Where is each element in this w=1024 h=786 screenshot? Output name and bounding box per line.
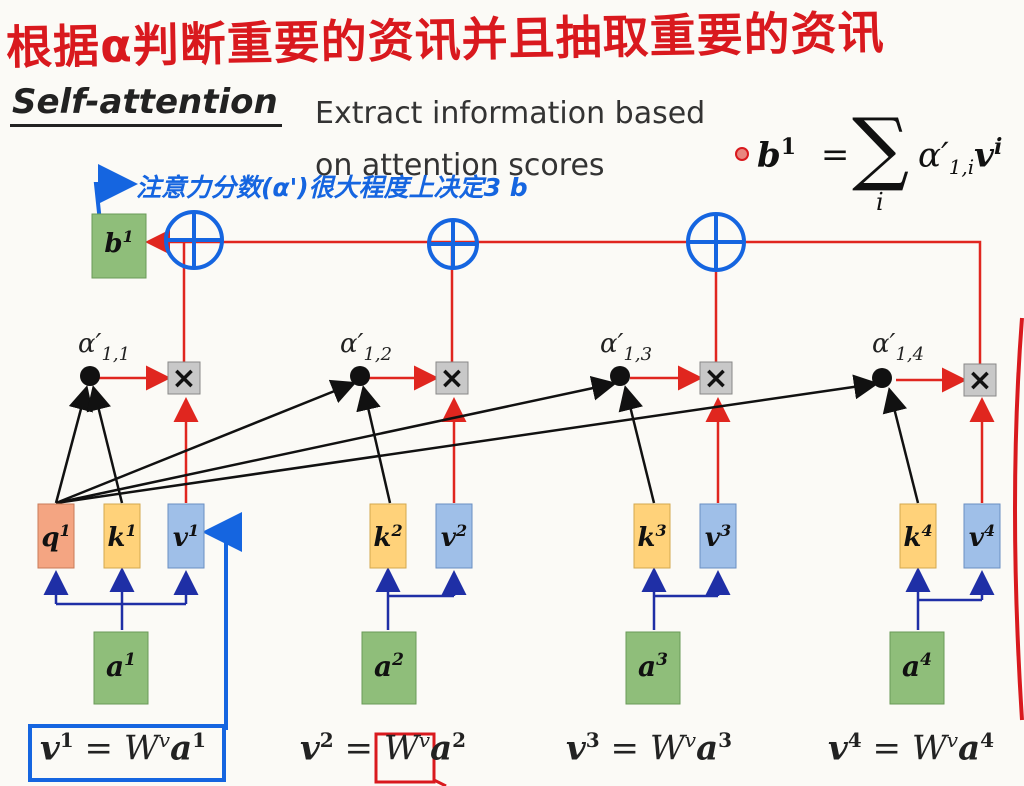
alpha-dot-4 [872,368,892,388]
svg-text:k2: k2 [373,521,402,553]
equation-v4: v4 = Wva4 [828,728,995,769]
svg-text:a2: a2 [374,650,404,683]
multiply-node-4: × [963,363,997,398]
alpha-dot-1 [80,366,100,386]
input-branch-1 [43,567,199,630]
svg-text:k4: k4 [903,521,932,553]
slide-title: Self-attention [12,82,278,122]
svg-text:×: × [703,361,728,396]
svg-text:v4: v4 [969,521,995,553]
alpha-label-1: α′1,1 [78,329,130,365]
k2-node: k2 [369,503,407,569]
b1-node: b1 [91,213,147,279]
output-sum-line [145,229,982,364]
v1-node: v1 [167,503,205,569]
v4-node: v4 [963,503,1001,569]
svg-text:a1: a1 [106,650,136,683]
svg-text:v2: v2 [441,521,467,553]
multiply-node-1: × [167,361,201,396]
a3-node: a3 [625,631,681,705]
equation-v3: v3 = Wva3 [566,728,733,769]
title-underline [10,124,282,127]
svg-text:a4: a4 [902,650,932,683]
svg-text:v1: v1 [173,521,199,553]
svg-text:×: × [171,361,196,396]
svg-text:k1: k1 [107,521,136,553]
formula-lhs: b1 = [757,134,850,176]
plus-node-2 [427,218,479,270]
sum-index: i [876,188,884,216]
alpha-dot-3 [610,366,630,386]
k3-node: k3 [633,503,671,569]
input-branch-4 [905,567,995,630]
alpha-label-2: α′1,2 [340,329,392,365]
svg-text:b1: b1 [104,227,133,259]
a2-node: a2 [361,631,417,705]
alpha-dot-2 [350,366,370,386]
alpha-label-4: α′1,4 [872,329,924,365]
input-branch-3 [641,567,731,630]
svg-text:q1: q1 [41,521,70,553]
sum-symbol: ∑ [852,101,910,194]
pointer-dot [735,147,749,161]
v3-node: v3 [699,503,737,569]
svg-text:×: × [967,363,992,398]
svg-text:×: × [439,361,464,396]
plus-node-3 [686,212,746,272]
v2-node: v2 [435,503,473,569]
alpha-label-3: α′1,3 [600,329,652,365]
svg-text:v3: v3 [705,521,731,553]
a4-node: a4 [889,631,945,705]
a1-node: a1 [93,631,149,705]
q1-node: q1 [37,503,75,569]
note-arrow [93,164,138,223]
k4-node: k4 [899,503,937,569]
plus-node-1 [164,210,224,270]
handwritten-note: 注意力分数(α')很大程度上决定3 b [136,173,528,202]
v1-highlight-arrow [202,512,242,730]
multiply-node-2: × [435,361,469,396]
formula-term: α′1,ivi [918,134,1003,180]
w-highlight-box [374,732,436,784]
slide-subtitle: Extract information based on attention s… [315,96,706,183]
k1-node: k1 [103,503,141,569]
equation-v1: v1 = Wva1 [40,728,207,769]
equation-v2: v2 = Wva2 [300,728,467,769]
input-branch-2 [375,567,467,630]
v1-equation-highlight [28,724,226,782]
multiply-node-3: × [699,361,733,396]
right-bracket [1013,317,1024,721]
svg-text:a3: a3 [638,650,668,683]
svg-text:k3: k3 [637,521,666,553]
